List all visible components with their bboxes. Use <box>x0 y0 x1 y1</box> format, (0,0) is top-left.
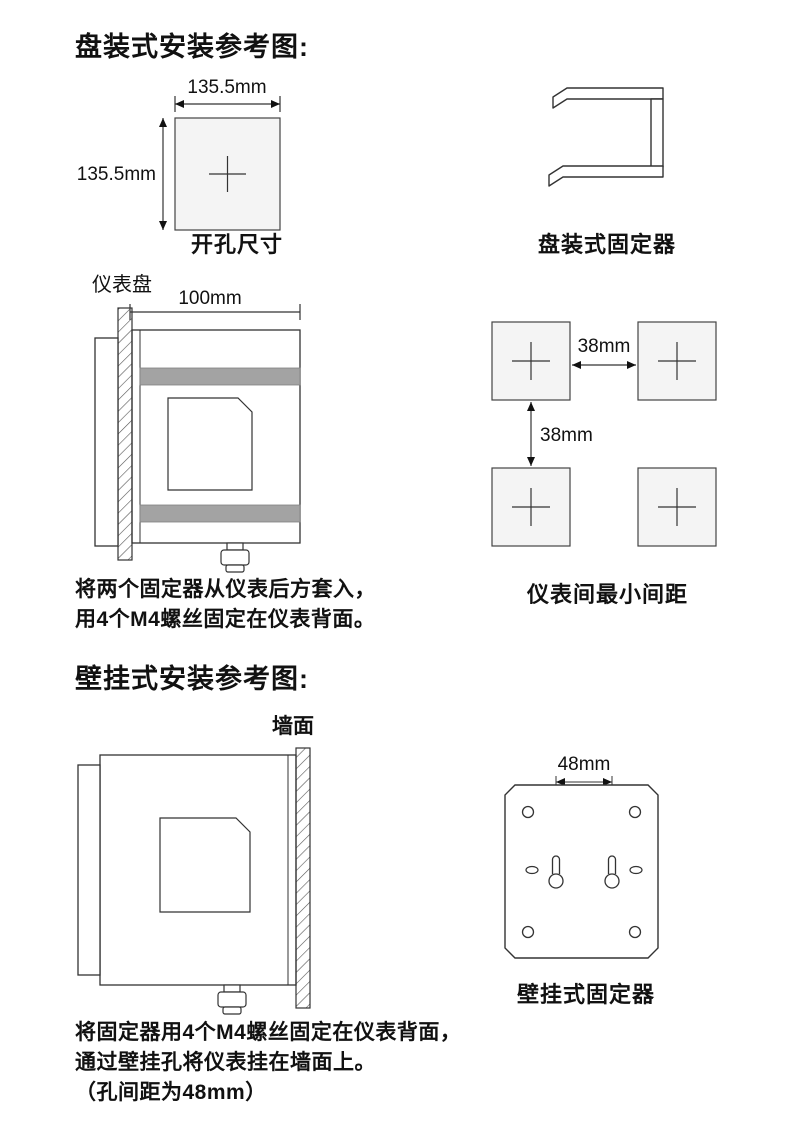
cutout-diagram: 135.5mm 135.5mm <box>77 78 281 231</box>
h-spacing-text: 38mm <box>578 336 631 357</box>
arrowhead-right-icon <box>603 778 612 786</box>
wall-note-line2: 通过壁挂孔将仪表挂在墙面上。 <box>75 1051 376 1074</box>
bracket-plate <box>504 784 659 959</box>
wall-surface-label: 墙面 <box>272 715 314 738</box>
wall-side-view <box>77 747 311 1015</box>
panel-mount-section-title: 盘装式安装参考图: <box>75 32 309 62</box>
arrowhead-left-icon <box>556 778 565 786</box>
bracket-web <box>650 98 664 168</box>
bracket-top-flange <box>552 87 664 109</box>
depth-dimension-text: 100mm <box>178 288 241 309</box>
instrument-panel-label: 仪表盘 <box>92 274 152 296</box>
wall-bracket-caption: 壁挂式固定器 <box>517 982 656 1007</box>
fixer-band-top <box>139 367 301 386</box>
center-crosses-icon <box>512 342 696 526</box>
hole-spacing-text: 48mm <box>558 754 611 775</box>
panel-bracket-caption: 盘装式固定器 <box>538 232 677 257</box>
cutout-height-text: 135.5mm <box>77 164 156 185</box>
arrowhead-up-icon <box>527 402 535 411</box>
cable-gland <box>220 542 250 573</box>
rear-label-plate <box>167 397 253 491</box>
side-slot-holes <box>525 865 643 875</box>
front-bezel <box>77 764 101 976</box>
v-spacing-text: 38mm <box>540 425 593 446</box>
cutout-caption: 开孔尺寸 <box>191 232 284 257</box>
panel-side-view: 100mm <box>94 288 301 573</box>
keyhole-slots <box>548 855 620 889</box>
arrowhead-right-icon <box>627 361 636 369</box>
panel-wall-hatched <box>117 307 133 561</box>
wall-note-line3: （孔间距为48mm） <box>75 1081 267 1104</box>
wall-bracket-drawing: 48mm <box>504 754 659 959</box>
spacing-diagram: 38mm 38mm <box>491 321 717 547</box>
arrowhead-down-icon <box>159 221 167 230</box>
wall-note-line1: 将固定器用4个M4螺丝固定在仪表背面， <box>75 1021 462 1044</box>
wall-hatched <box>295 747 311 1009</box>
arrowhead-left-icon <box>175 100 184 108</box>
cutout-width-dimension <box>174 96 281 112</box>
rear-label-plate <box>159 817 251 913</box>
panel-bracket-drawing <box>548 87 664 187</box>
panel-note-line2: 用4个M4螺丝固定在仪表背面。 <box>75 608 376 631</box>
wall-mount-note: 将固定器用4个M4螺丝固定在仪表背面， 通过壁挂孔将仪表挂在墙面上。 （孔间距为… <box>75 1018 461 1108</box>
bracket-bottom-flange <box>548 165 664 187</box>
cutout-width-text: 135.5mm <box>187 78 266 98</box>
wall-mount-section-title: 壁挂式安装参考图: <box>75 664 309 694</box>
fixer-band-bottom <box>139 504 301 523</box>
arrowhead-right-icon <box>271 100 280 108</box>
spacing-caption: 仪表间最小间距 <box>527 582 689 607</box>
panel-mount-note: 将两个固定器从仪表后方套入， 用4个M4螺丝固定在仪表背面。 <box>75 575 376 635</box>
screw-holes <box>521 805 642 939</box>
front-bezel <box>94 337 119 547</box>
arrowhead-up-icon <box>159 118 167 127</box>
cable-gland <box>217 984 247 1015</box>
arrowhead-left-icon <box>572 361 581 369</box>
center-cross-icon <box>209 156 246 192</box>
arrowhead-down-icon <box>527 457 535 466</box>
panel-note-line1: 将两个固定器从仪表后方套入， <box>75 578 376 601</box>
